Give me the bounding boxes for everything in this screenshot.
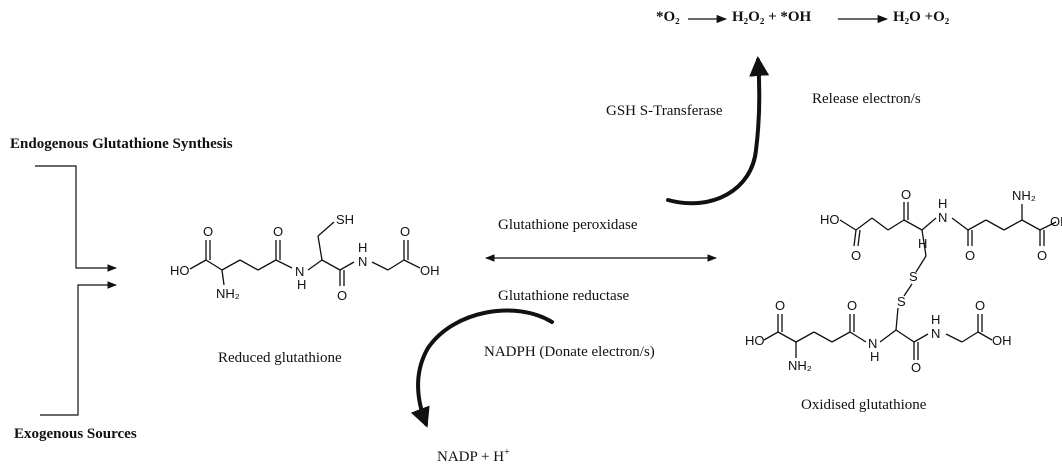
atom-h-2-oxidised: H	[938, 196, 947, 211]
exogenous-arrow	[40, 281, 117, 416]
nadp-label: NADP + H+	[437, 448, 510, 465]
superoxide-label: *O₂	[656, 9, 680, 25]
atom-ho-oxidised-top: HO	[820, 212, 840, 227]
products-label: H₂O +O₂	[893, 9, 950, 25]
atom-n-2-oxidised: N	[868, 336, 877, 351]
atom-nh2-reduced: NH₂	[216, 286, 240, 301]
nadp-superscript: +	[504, 447, 510, 458]
atom-h-1-oxidised: H	[918, 236, 927, 251]
gst-enzyme-label: GSH S-Transferase	[606, 103, 723, 119]
atom-h-3-oxidised: H	[870, 349, 879, 364]
atom-s-1-oxidised: S	[909, 269, 918, 284]
atom-nh2-oxidised-bottom: NH₂	[788, 358, 812, 373]
atom-oh-oxidised-bottom: OH	[992, 333, 1012, 348]
atom-o-4-reduced: O	[400, 224, 410, 239]
atom-n-1-reduced: N	[295, 264, 304, 279]
endogenous-synthesis-label: Endogenous Glutathione Synthesis	[10, 136, 233, 152]
atom-oh-oxidised-top: OH	[1050, 214, 1062, 229]
gst-curved-arrow	[666, 56, 770, 206]
atom-o-6-oxidised: O	[847, 298, 857, 313]
atom-o-1-reduced: O	[203, 224, 213, 239]
oxidised-glutathione-label: Oxidised glutathione	[801, 397, 927, 413]
atom-o-8-oxidised: O	[975, 298, 985, 313]
intermediate-label: H₂O₂ + *OH	[732, 9, 812, 25]
exogenous-sources-label: Exogenous Sources	[14, 426, 137, 442]
atom-n-3-oxidised: N	[931, 326, 940, 341]
atom-o-2-oxidised: O	[901, 187, 911, 202]
atom-sh-reduced: SH	[336, 212, 354, 227]
atom-o-5-oxidised: O	[775, 298, 785, 313]
atom-n-2-reduced: N	[358, 254, 367, 269]
atom-n-1-oxidised: N	[938, 210, 947, 225]
atom-ho-oxidised-bottom: HO	[745, 333, 765, 348]
peroxidase-label: Glutathione peroxidase	[498, 217, 638, 233]
atom-h-2-reduced: H	[358, 240, 367, 255]
reductase-label: Glutathione reductase	[498, 288, 630, 304]
atom-h-4-oxidised: H	[931, 312, 940, 327]
atom-oh-reduced: OH	[420, 263, 440, 278]
atom-ho-reduced: HO	[170, 263, 190, 278]
reduced-glutathione-label: Reduced glutathione	[218, 350, 342, 366]
nadp-text: NADP + H	[437, 449, 505, 465]
atom-nh2-oxidised-top: NH₂	[1012, 188, 1036, 203]
endogenous-arrow	[35, 165, 117, 272]
atom-o-1-oxidised: O	[851, 248, 861, 263]
atom-o-4-oxidised: O	[1037, 248, 1047, 263]
atom-h-1-reduced: H	[297, 277, 306, 292]
release-electron-label: Release electron/s	[812, 91, 921, 107]
atom-o-3-oxidised: O	[965, 248, 975, 263]
reductase-curved-arrow	[410, 308, 554, 428]
atom-o-2-reduced: O	[273, 224, 283, 239]
nadph-label: NADPH (Donate electron/s)	[484, 344, 655, 360]
oxidised-glutathione-structure	[763, 202, 1057, 360]
atom-s-2-oxidised: S	[897, 294, 906, 309]
atom-o-3-reduced: O	[337, 288, 347, 303]
atom-o-7-oxidised: O	[911, 360, 921, 375]
reduced-glutathione-structure	[189, 221, 421, 286]
